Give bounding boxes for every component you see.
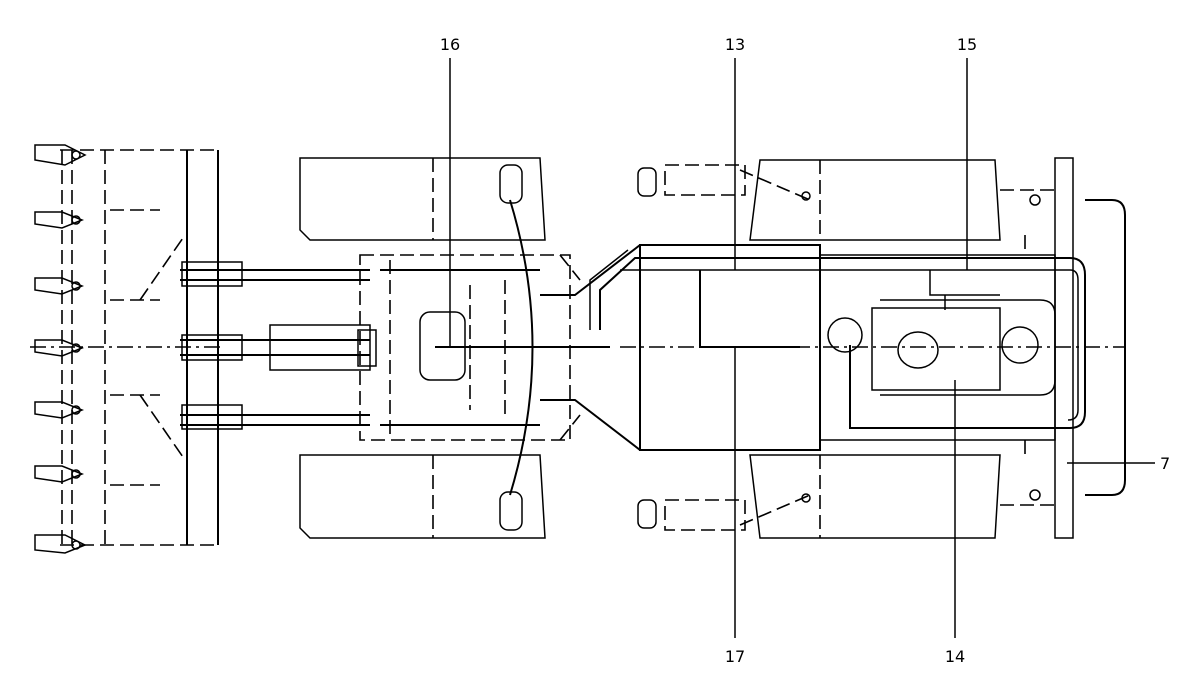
callout-leaders — [449, 58, 1155, 638]
callout-15: 15 — [957, 35, 977, 54]
bucket-teeth — [34, 144, 87, 554]
front-bucket — [30, 144, 220, 554]
callout-numbers: 16 13 15 7 17 14 — [440, 35, 1170, 666]
loader-arms — [180, 261, 377, 430]
rear-body — [589, 157, 1126, 539]
callout-7: 7 — [1160, 454, 1170, 473]
callout-17: 17 — [725, 647, 745, 666]
callout-13: 13 — [725, 35, 745, 54]
hydraulic-lines — [435, 270, 1000, 348]
callout-14: 14 — [945, 647, 965, 666]
front-frame — [359, 244, 641, 451]
callout-16: 16 — [440, 35, 460, 54]
